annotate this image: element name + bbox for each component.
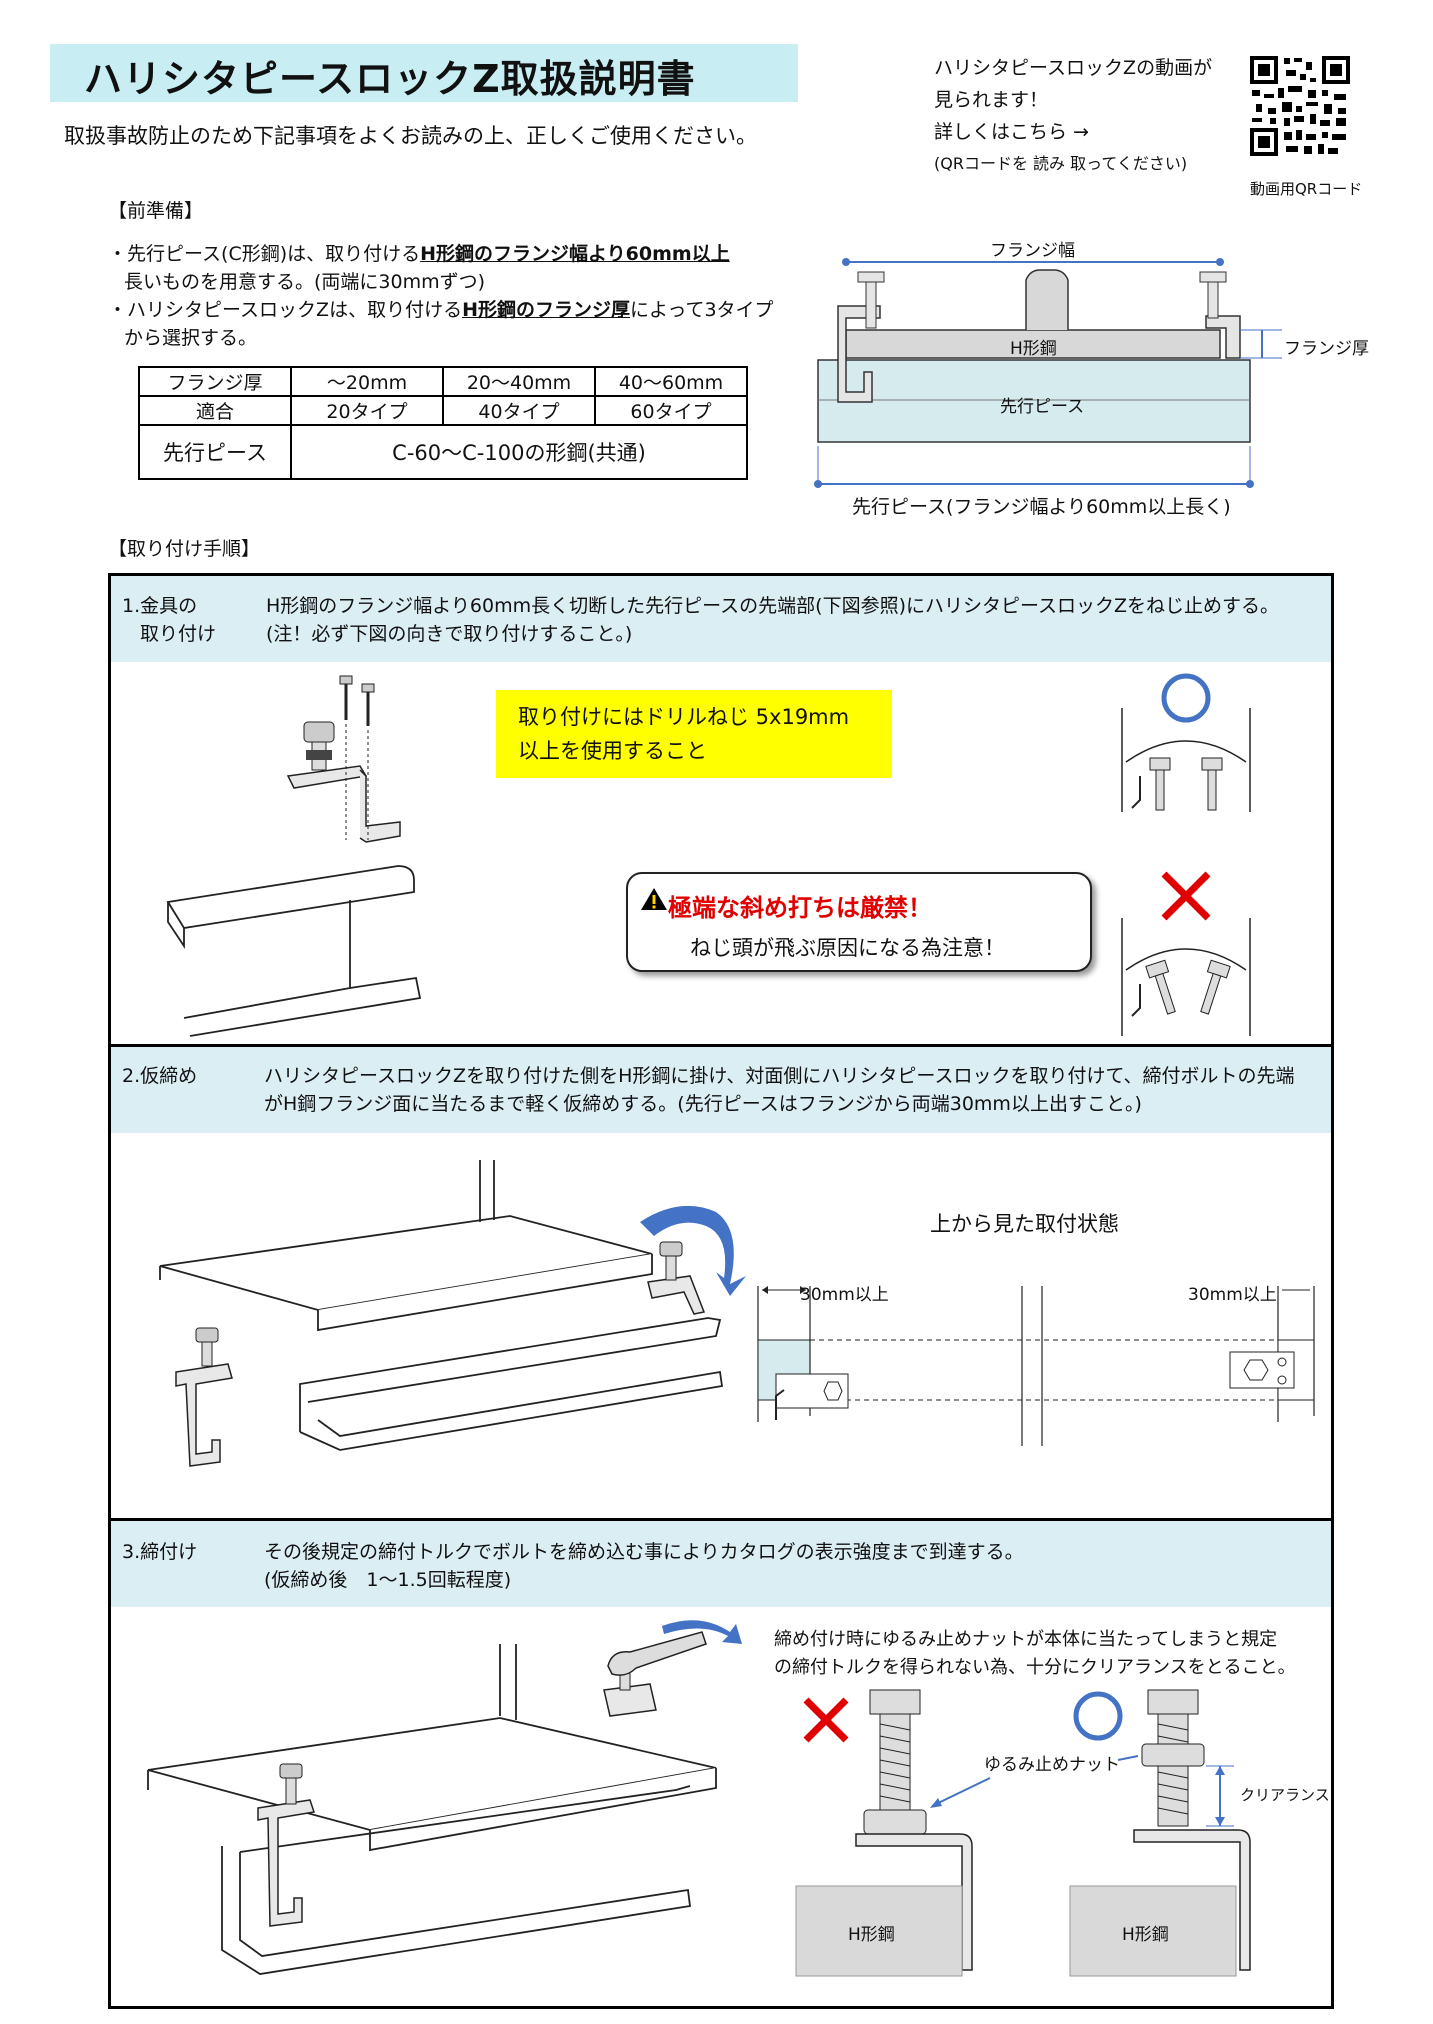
warning-icon	[641, 888, 667, 910]
step3-note-line2: の締付トルクを得られない為、十分にクリアランスをとること。	[774, 1657, 1296, 1678]
step1-desc-line2: (注！必ず下図の向きで取り付けすること。)	[266, 623, 633, 645]
clamp-right-shape	[1205, 315, 1241, 359]
spec-cell: 20タイプ	[290, 395, 444, 426]
h-beam-label: H形鋼	[1010, 339, 1057, 359]
flange-width-label: フランジ幅	[990, 241, 1075, 261]
screw-spec-line2: 以上を使用すること	[518, 739, 707, 763]
spec-cell: C-60～C-100の形鋼(共通)	[290, 424, 748, 480]
step3-description: その後規定の締付トルクでボルトを締め込む事によりカタログの表示強度まで到達する。…	[264, 1538, 1024, 1594]
intro-text: 取扱事故防止のため下記事項をよくお読みの上、正しくご使用ください。	[64, 124, 757, 148]
step2-desc-line1: ハリシタピースロックZを取り付けた側をH形鋼に掛け、対面側にハリシタピースロック…	[264, 1065, 1295, 1087]
qr-caption: 動画用QRコード	[1250, 180, 1363, 198]
prep-bullet-2: ・ハリシタピースロックZは、取り付けるH形鋼のフランジ厚によって3タイプ	[108, 296, 788, 324]
warning-text: ねじ頭が飛ぶ原因になる為注意！	[690, 936, 1005, 960]
prep-bullet-1-cont: 長いものを用意する。(両端に30mmずつ)	[124, 271, 486, 293]
h-beam-right-label: H形鋼	[1122, 1925, 1169, 1945]
step3-note-line1: 締め付け時にゆるみ止めナットが本体に当たってしまうと規定	[774, 1629, 1278, 1650]
qr-note: (QRコードを 読み 取ってください)	[934, 154, 1188, 173]
spec-row-piece: 先行ピース C-60～C-100の形鋼(共通)	[138, 424, 748, 480]
spec-cell: 40～60mm	[594, 366, 748, 397]
step1-number: 1.金具の 取り付け	[122, 592, 216, 648]
screw-spec-line1: 取り付けにはドリルねじ 5x19mm	[518, 705, 850, 729]
qr-line1: ハリシタピースロックZの動画が	[934, 57, 1213, 79]
page-title: ハリシタピースロックZ取扱説明書	[84, 57, 696, 101]
clearance-label: クリアランス	[1240, 1786, 1330, 1804]
h-beam-web-shape	[1025, 269, 1069, 330]
step1-num-line1: 1.金具の	[122, 595, 198, 617]
dim-left-label: 30mm以上	[800, 1285, 889, 1305]
clamp-left-shape	[837, 305, 881, 403]
step1-num-line2: 取り付け	[140, 623, 217, 645]
flange-thickness-label: フランジ厚	[1284, 339, 1369, 359]
step2-number: 2.仮締め	[122, 1065, 198, 1087]
prep-b2-post: によって3タイプ	[629, 299, 774, 321]
step1-header	[111, 576, 1331, 662]
qr-code-icon[interactable]	[1248, 54, 1352, 158]
prep-b2-bold: H形鋼のフランジ厚	[462, 299, 630, 321]
spec-cell: フランジ厚	[138, 366, 292, 397]
screw-spec-note: 取り付けにはドリルねじ 5x19mm 以上を使用すること	[496, 690, 892, 778]
step-divider	[108, 1044, 1334, 1047]
spec-cell: 20～40mm	[442, 366, 596, 397]
procedure-heading: 【取り付け手順】	[108, 538, 261, 560]
warning-box	[626, 872, 1092, 972]
lead-piece-label: 先行ピース	[1000, 397, 1085, 417]
prep-heading: 【前準備】	[108, 200, 204, 222]
top-view-title: 上から見た取付状態	[930, 1212, 1119, 1236]
prep-bullet-1: ・先行ピース(C形鋼)は、取り付けるH形鋼のフランジ幅より60mm以上	[108, 240, 788, 268]
spec-table: フランジ厚 ～20mm 20～40mm 40～60mm 適合 20タイプ 40タ…	[138, 366, 748, 480]
prep-b1-bold: H形鋼のフランジ幅より60mm以上	[420, 243, 730, 265]
step-divider	[108, 1518, 1334, 1521]
spec-cell: ～20mm	[290, 366, 444, 397]
lock-nut-label: ゆるみ止めナット	[984, 1755, 1120, 1775]
step2-description: ハリシタピースロックZを取り付けた側をH形鋼に掛け、対面側にハリシタピースロック…	[264, 1062, 1295, 1118]
spec-cell: 40タイプ	[442, 395, 596, 426]
prep-bullet-2-cont: から選択する。	[124, 327, 258, 349]
step2-desc-line2: がH鋼フランジ面に当たるまで軽く仮締めする。(先行ピースはフランジから両端30m…	[264, 1093, 1142, 1115]
spec-cell: 60タイプ	[594, 395, 748, 426]
qr-line3: 詳しくはこちら →	[934, 121, 1089, 143]
spec-row-type: 適合 20タイプ 40タイプ 60タイプ	[138, 395, 748, 426]
qr-line2: 見られます！	[934, 89, 1049, 111]
h-beam-left-label: H形鋼	[848, 1925, 895, 1945]
prep-b1-pre: ・先行ピース(C形鋼)は、取り付ける	[108, 243, 421, 265]
step1-desc-line1: H形鋼のフランジ幅より60mm長く切断した先行ピースの先端部(下図参照)にハリシ…	[266, 595, 1280, 617]
spec-cell: 適合	[138, 395, 292, 426]
procedure-frame	[108, 573, 1334, 2009]
spec-row-thickness: フランジ厚 ～20mm 20～40mm 40～60mm	[138, 366, 748, 397]
step3-number: 3.締付け	[122, 1541, 198, 1563]
dim-right-label: 30mm以上	[1188, 1285, 1277, 1305]
lead-piece-caption: 先行ピース(フランジ幅より60mm以上長く)	[852, 496, 1231, 518]
step3-note: 締め付け時にゆるみ止めナットが本体に当たってしまうと規定 の締付トルクを得られな…	[774, 1626, 1296, 1682]
spec-cell: 先行ピース	[138, 424, 292, 480]
prep-list: ・先行ピース(C形鋼)は、取り付けるH形鋼のフランジ幅より60mm以上 長いもの…	[108, 240, 788, 352]
warning-title: 極端な斜め打ちは厳禁！	[668, 894, 932, 922]
step1-description: H形鋼のフランジ幅より60mm長く切断した先行ピースの先端部(下図参照)にハリシ…	[266, 592, 1279, 648]
prep-b2-pre: ・ハリシタピースロックZは、取り付ける	[108, 299, 463, 321]
step3-desc-line2: (仮締め後 1～1.5回転程度)	[264, 1569, 512, 1591]
qr-message: ハリシタピースロックZの動画が 見られます！ 詳しくはこちら →	[934, 52, 1212, 148]
step3-header	[111, 1521, 1331, 1607]
title-band	[50, 44, 798, 102]
step3-desc-line1: その後規定の締付トルクでボルトを締め込む事によりカタログの表示強度まで到達する。	[264, 1541, 1024, 1563]
step2-header	[111, 1047, 1331, 1133]
